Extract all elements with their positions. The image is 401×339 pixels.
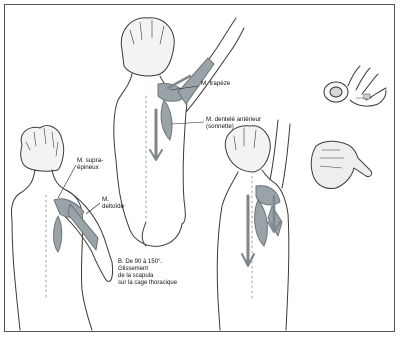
label-supra: M. supra- épineux bbox=[77, 157, 103, 171]
label-deltoide: M. deltoïde bbox=[102, 196, 124, 210]
figure-right bbox=[217, 120, 290, 330]
label-trapeze: M. trapèze bbox=[201, 80, 230, 87]
hand-sketch-top bbox=[324, 66, 386, 106]
figure-center bbox=[114, 18, 244, 247]
caption: B. De 90 à 150°. Glissement de la scapul… bbox=[118, 259, 213, 287]
label-dentele: M. dentelé antérieur (sonnette) bbox=[206, 116, 261, 130]
hand-sketch-bottom bbox=[311, 141, 371, 188]
